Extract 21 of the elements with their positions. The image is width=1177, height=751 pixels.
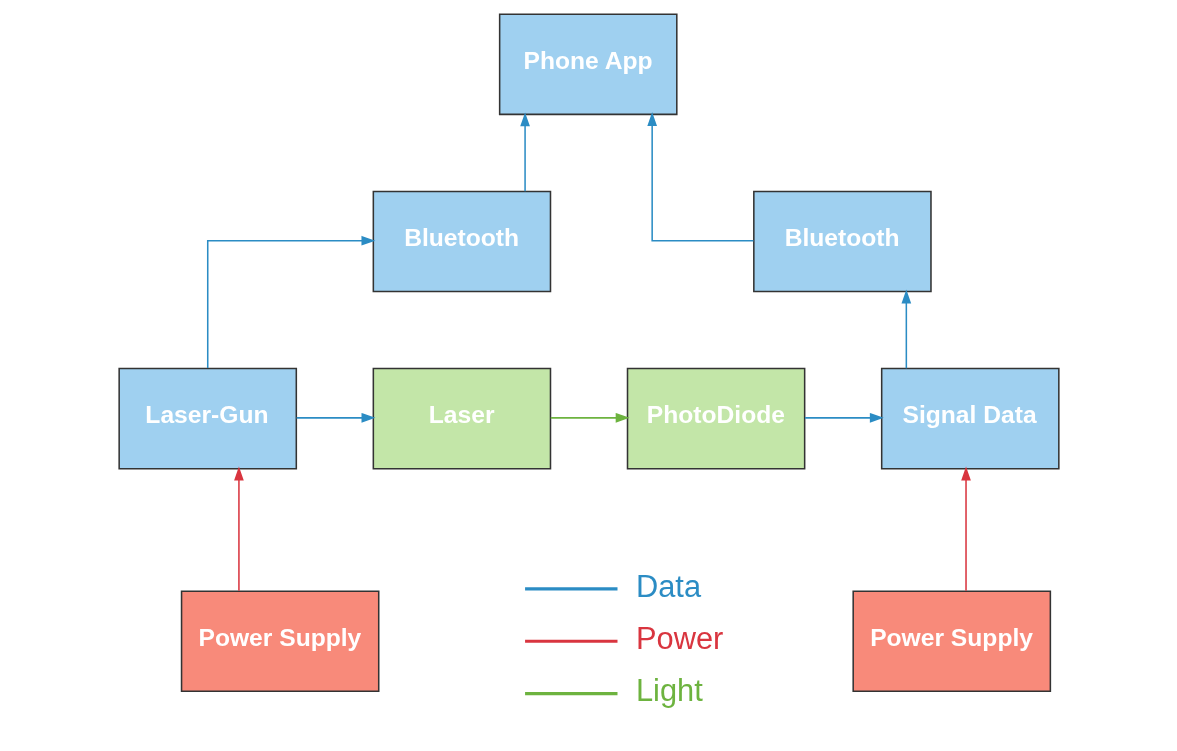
arrow — [549, 413, 630, 423]
arrow — [233, 466, 244, 592]
node-box: Bluetooth — [372, 190, 551, 293]
node-box: Laser — [372, 367, 551, 470]
arrow — [960, 466, 971, 592]
node-box: Power Supply — [180, 590, 379, 693]
node-box: PhotoDiode — [626, 367, 805, 470]
node-box: Laser-Gun — [117, 367, 297, 470]
legend-label: Light — [635, 673, 703, 709]
node-box: Signal Data — [880, 367, 1060, 470]
arrow — [295, 413, 375, 423]
node-box: Phone App — [498, 13, 678, 116]
arrow — [519, 112, 530, 192]
node-box: Bluetooth — [752, 190, 932, 293]
arrow — [206, 235, 375, 369]
arrow — [900, 289, 911, 370]
node-box: Power Supply — [851, 590, 1051, 693]
arrow — [803, 413, 884, 423]
legend-label: Power — [635, 620, 723, 656]
legend-label: Data — [635, 568, 701, 604]
arrow — [646, 112, 754, 242]
